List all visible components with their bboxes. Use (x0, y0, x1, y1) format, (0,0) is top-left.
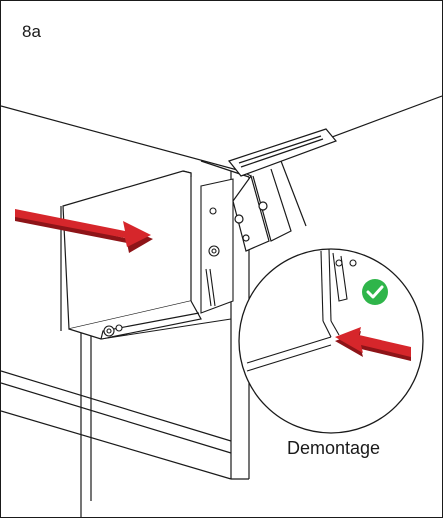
check-circle-icon (362, 279, 388, 305)
flap-panel (63, 171, 201, 339)
detail-caption: Demontage (287, 438, 380, 459)
hinge-plate (201, 179, 233, 313)
step-number: 8a (22, 22, 41, 42)
lift-mechanism (229, 129, 336, 251)
detail-circle (239, 249, 423, 433)
